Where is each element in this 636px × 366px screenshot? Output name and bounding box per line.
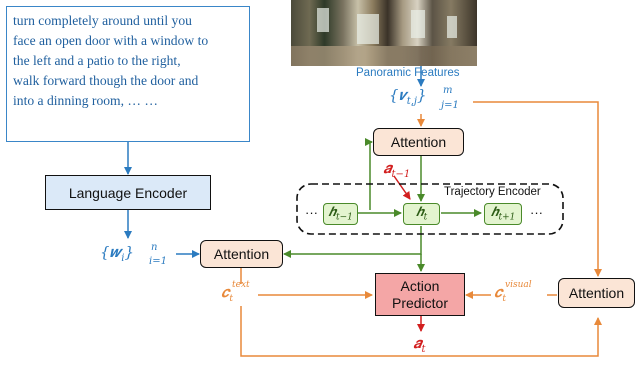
- hidden-state-next-box: 𝒉t+1: [484, 203, 522, 225]
- instruction-text-box: turn completely around until you face an…: [6, 6, 250, 142]
- trajectory-encoder-label: Trajectory Encoder: [444, 186, 541, 198]
- word-feature-set-upper-limit: n: [151, 242, 158, 253]
- visual-context-superscript: visual: [505, 280, 532, 290]
- panorama-image: [291, 0, 477, 66]
- text-attention-box: Attention: [200, 240, 283, 268]
- action-output-symbol: 𝒂t: [413, 334, 426, 355]
- arrow-aprev-to-ht: [393, 175, 411, 200]
- visual-attention-right-box: Attention: [558, 278, 635, 308]
- arrow-v-to-visual-attention: [473, 101, 602, 277]
- visual-attention-top-box: Attention: [373, 128, 464, 156]
- visual-feature-set-upper-limit: m: [443, 85, 453, 96]
- text-context-symbol: 𝒄t: [221, 283, 233, 304]
- hidden-state-prev-box: 𝒉t−1: [323, 203, 358, 225]
- text-context-superscript: text: [232, 280, 250, 290]
- ellipsis-right: ···: [530, 205, 543, 220]
- hidden-state-current-box: 𝒉t: [403, 203, 440, 225]
- arrow-ht-to-text-attention: [283, 226, 422, 258]
- panoramic-features-label: Panoramic Features: [356, 67, 460, 79]
- arrow-hprev-to-attention: [365, 138, 373, 210]
- visual-feature-set: {𝒗t,j}: [389, 86, 427, 107]
- visual-context-symbol: 𝒄t: [494, 283, 506, 304]
- word-feature-set: {𝒘i}: [100, 243, 135, 264]
- h-prev-symbol: 𝒉t−1: [328, 205, 353, 223]
- word-feature-set-lower-limit: i=1: [149, 256, 167, 267]
- arrow-ctext-loop-to-visual-attention: [240, 306, 602, 357]
- language-encoder-box: Language Encoder: [45, 175, 211, 210]
- action-predictor-box: Action Predictor: [375, 273, 465, 316]
- visual-feature-set-lower-limit: j=1: [441, 100, 459, 111]
- trajectory-encoder-boundary: [296, 183, 564, 235]
- previous-action-symbol: 𝒂t−1: [383, 159, 411, 180]
- ellipsis-left: ···: [305, 205, 318, 220]
- h-next-symbol: 𝒉t+1: [490, 205, 516, 223]
- h-t-symbol: 𝒉t: [415, 205, 428, 223]
